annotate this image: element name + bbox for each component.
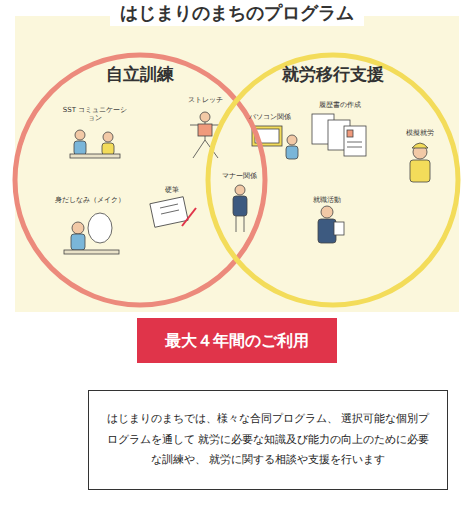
figures — [64, 112, 430, 254]
program-label: 就職活動 — [305, 196, 349, 204]
period-box: 最大４年間のご利用 — [137, 318, 337, 363]
program-label: ストレッチ — [180, 96, 230, 104]
circle-heading: 自立訓練 — [12, 64, 268, 84]
program-label: 模擬就労 — [398, 129, 442, 137]
description-box: はじまりのまちでは、様々な合同プログラム、 選択可能な個別プログラムを通して 就… — [88, 390, 448, 490]
program-label: SST コミュニケーション — [62, 106, 128, 123]
circle-heading: 就労移行支援 — [205, 64, 461, 84]
background-band — [15, 16, 459, 312]
program-label: 身だしなみ（メイク） — [50, 196, 130, 204]
program-label: 硬筆 — [160, 186, 184, 194]
program-label: パソコン関係 — [245, 113, 295, 121]
program-label: マナー関係 — [215, 172, 263, 180]
box-text: 最大４年間のご利用 — [165, 331, 309, 350]
title: はじまりのまちのプログラム — [0, 3, 474, 23]
box-text: はじまりのまちでは、様々な合同プログラム、 選択可能な個別プログラムを通して 就… — [103, 409, 433, 472]
circle-outline — [15, 55, 265, 305]
program-label: 履歴書の作成 — [312, 101, 368, 109]
circle-outline — [208, 55, 458, 305]
